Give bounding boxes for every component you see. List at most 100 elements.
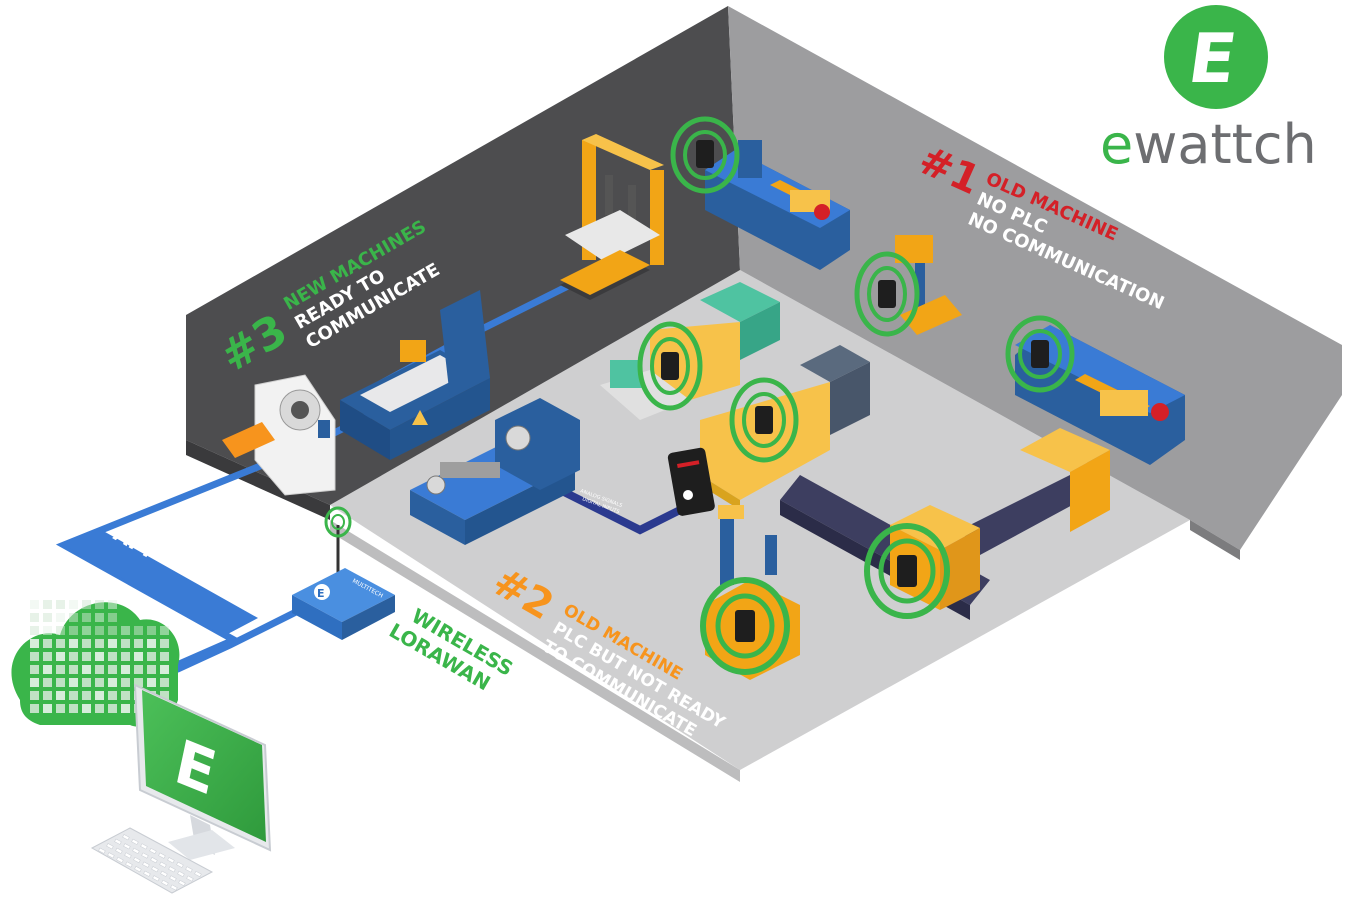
cloud-grid-cell [56, 626, 65, 635]
sensor-device-stripe [677, 460, 700, 468]
keyboard-key [122, 834, 130, 841]
keyboard-key [140, 843, 148, 850]
cloud-grid-cell [69, 652, 78, 661]
press-side [390, 378, 490, 460]
lathe3-chuck [505, 425, 531, 451]
keyboard-key [158, 852, 166, 859]
cloud-grid-cell [95, 704, 104, 713]
brand-name-prefix: e [1100, 113, 1133, 176]
sensor-ring-2 [854, 251, 920, 337]
ewattch-logo: E ewattch [1100, 5, 1317, 176]
keyboard-key [125, 861, 133, 868]
keyboard-key [115, 847, 123, 854]
keyboard-key [124, 852, 132, 859]
keyboard-key [152, 875, 160, 882]
keyboard-key [150, 857, 158, 864]
keyboard-key [141, 852, 149, 859]
lathe3-part [440, 462, 500, 478]
cloud-grid-cell [147, 665, 156, 674]
cloud-grid-cell [121, 639, 130, 648]
robot-frame-top [582, 134, 664, 170]
cloud-grid-cell [134, 665, 143, 674]
keyboard-key [134, 866, 142, 873]
cloud-grid-cell [69, 639, 78, 648]
conveyor-line [780, 428, 1110, 620]
keyboard-key [176, 861, 184, 868]
cloud-grid-cell [30, 600, 39, 609]
cloud-grid [30, 600, 169, 713]
gantry-top [1020, 428, 1110, 472]
cloud-grid-cell [43, 678, 52, 687]
computer: E [90, 683, 272, 894]
keyboard-key [186, 875, 194, 882]
sensor-ring-1 [670, 116, 740, 194]
cloud-grid-cell [82, 652, 91, 661]
clamp-head [718, 505, 744, 519]
machine-cable [554, 484, 696, 535]
cloud-grid-cell [108, 678, 117, 687]
keyboard-key [132, 847, 140, 855]
sensor-ring-7 [700, 577, 790, 675]
cloud-grid-cell [95, 613, 104, 622]
keyboard-keys [98, 834, 202, 891]
cloud-grid-cell [160, 665, 169, 674]
antenna-ring-inner [331, 514, 345, 530]
keyboard-key [159, 861, 167, 868]
gantry-front [1070, 450, 1110, 532]
cloud-grid-cell [108, 704, 117, 713]
cloud-grid-cell [30, 678, 39, 687]
cloud-grid-cell [82, 665, 91, 674]
lathe3-handwheel [426, 475, 446, 495]
cloud-grid-cell [69, 613, 78, 622]
cloud-grid-cell [30, 639, 39, 648]
yellow-block-top [890, 505, 980, 550]
keyboard-key [143, 870, 151, 877]
cloud-grid-cell [108, 639, 117, 648]
molder1-motor [610, 360, 642, 388]
cloud-grid-cell [121, 626, 130, 635]
cloud-grid-cell [108, 665, 117, 674]
cloud-grid-cell [121, 704, 130, 713]
press-back [440, 290, 490, 398]
injection-robot-arm [222, 422, 275, 458]
cloud-grid-cell [43, 639, 52, 648]
sensor-device-led [683, 490, 693, 500]
cloud-grid-cell [43, 626, 52, 635]
cloud-grid-cell [160, 691, 169, 700]
press-table [360, 355, 470, 412]
keyboard-key [123, 843, 131, 850]
cloud-grid-cell [82, 600, 91, 609]
sensor-ring-3 [1005, 315, 1075, 393]
cloud-grid-cell [69, 678, 78, 687]
cloud-grid-cell [95, 600, 104, 609]
cloud-grid-cell [43, 652, 52, 661]
cloud-grid-cell [95, 678, 104, 687]
cloud-grid-cell [95, 626, 104, 635]
cloud-grid-cell [56, 613, 65, 622]
sensor-ring-6 [864, 523, 950, 619]
conveyor-belt-2 [960, 470, 1100, 555]
cloud-grid-cell [134, 626, 143, 635]
cloud-grid-cell [134, 678, 143, 687]
cloud-grid-cell [95, 652, 104, 661]
brand-name: ewattch [1100, 113, 1317, 176]
press-machine [340, 290, 490, 460]
lora-line [175, 605, 305, 673]
cloud-grid-cell [121, 665, 130, 674]
lathe-machine-3 [410, 398, 580, 545]
gateway-top [292, 568, 395, 622]
gateway-front [292, 595, 342, 640]
robot-table [565, 210, 660, 262]
cloud-grid-cell [69, 600, 78, 609]
cloud-grid-cell [160, 639, 169, 648]
api-band-shape [64, 528, 258, 636]
brand-name-rest: wattch [1133, 113, 1317, 176]
right-wall-edge [1190, 520, 1240, 560]
logo-letter: E [1184, 20, 1242, 99]
cloud-grid-cell [95, 691, 104, 700]
cloud-grid-cell [160, 652, 169, 661]
cloud-grid-cell [43, 691, 52, 700]
cloud-grid-cell [82, 626, 91, 635]
cloud-grid-cell [30, 691, 39, 700]
cloud-grid-cell [56, 665, 65, 674]
